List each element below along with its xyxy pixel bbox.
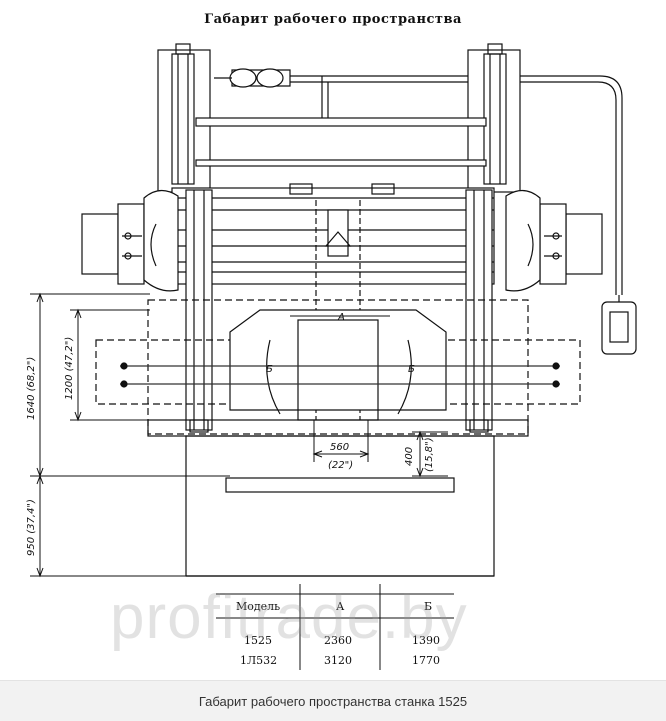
- table-cell-r1-model: 1525: [244, 634, 272, 647]
- width-dimension: [312, 420, 370, 462]
- label-a: А: [337, 312, 345, 323]
- caption-text: Габарит рабочего пространства станка 152…: [198, 693, 468, 709]
- image-caption: Габарит рабочего пространства станка 152…: [0, 680, 666, 721]
- dim-560: 560: [330, 442, 349, 453]
- table-cell-r1-a: 2360: [324, 634, 352, 647]
- model-table: [216, 584, 454, 670]
- label-b-right: Б: [408, 364, 415, 375]
- label-b-left: Б: [266, 364, 273, 375]
- figure-title: Габарит рабочего пространства: [204, 12, 462, 27]
- machine-base: [185, 435, 495, 577]
- table-header-b: Б: [424, 600, 432, 613]
- table-area: [120, 309, 560, 437]
- table-cell-r2-b: 1770: [412, 654, 440, 667]
- dim-950: 950 (37,4"): [26, 499, 37, 556]
- right-side-head: [505, 189, 603, 292]
- vertical-rams: [185, 189, 493, 433]
- machine-drawing: 1640 (68,2") 1200 (47,2") 950 (37,4") 56…: [26, 43, 637, 670]
- height-400-dimension: [412, 430, 448, 478]
- left-side-head: [81, 189, 179, 292]
- dim-400-in: (15,8"): [424, 437, 435, 472]
- table-header-a: А: [336, 600, 345, 613]
- table-header-model: Модель: [236, 600, 280, 613]
- dim-400: 400: [404, 447, 415, 466]
- top-pipe: [214, 68, 623, 295]
- table-cell-r1-b: 1390: [412, 634, 440, 647]
- left-dimensions: [30, 292, 230, 578]
- table-cell-r2-model: 1Л532: [240, 654, 277, 667]
- dim-1640: 1640 (68,2"): [26, 357, 37, 420]
- machine-workspace-figure: Габарит рабочего пространства: [26, 12, 637, 670]
- dim-1200: 1200 (47,2"): [64, 337, 75, 400]
- table-cell-r2-a: 3120: [324, 654, 352, 667]
- dim-560-in: (22"): [328, 460, 353, 471]
- control-pendant: [601, 295, 637, 355]
